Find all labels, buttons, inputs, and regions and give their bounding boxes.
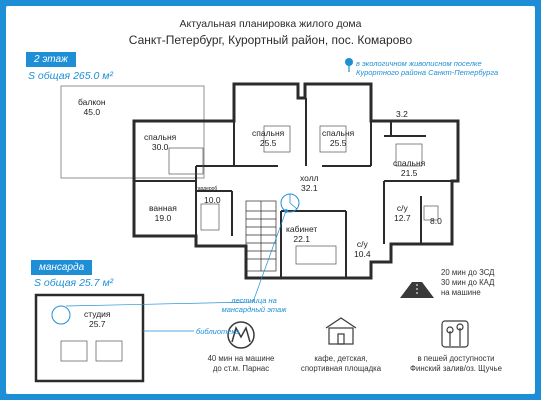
floor2-area: S общая 265.0 м² xyxy=(28,70,113,82)
footer-cafe: кафе, детская, спортивная площадка xyxy=(300,354,382,373)
footer-metro: 40 мин на машине до ст.м. Парнас xyxy=(207,354,275,373)
mansard-spiral-stair xyxy=(51,305,71,325)
room-wardrobe-area: 10.0 xyxy=(204,195,221,205)
cafe-icon xyxy=(325,317,357,345)
road-icon xyxy=(400,282,434,298)
header-address: Санкт-Петербург, Курортный район, пос. К… xyxy=(128,33,413,47)
location-note: в экологичном живописном поселке Курортн… xyxy=(356,59,499,77)
floor-plan-drawing xyxy=(34,58,469,383)
footer-nature: в пешей доступности Финский залив/оз. Щу… xyxy=(410,354,502,373)
road-info: 20 мин до ЗСД 30 мин до КАД на машине xyxy=(441,268,495,297)
floor2-tag: 2 этаж xyxy=(26,52,76,67)
interior-walls xyxy=(134,98,458,278)
staircase xyxy=(245,200,277,272)
tree-icon xyxy=(441,320,469,348)
library-callout: библиотека xyxy=(196,327,240,336)
stairs-callout: лестница на мансардный этаж xyxy=(221,296,287,314)
mansard-outline xyxy=(34,293,145,383)
room-small-1: 3.2 xyxy=(396,109,408,119)
room-wardrobe-label: гардероб xyxy=(196,186,218,192)
header-title: Актуальная планировка жилого дома xyxy=(179,18,362,30)
pin-icon xyxy=(345,58,353,72)
room-small-2: 8.0 xyxy=(430,216,442,226)
metro-icon xyxy=(227,321,255,349)
mansard-tag: мансарда xyxy=(31,260,93,275)
callout-lines xyxy=(65,209,288,332)
card: Актуальная планировка жилого дома Санкт-… xyxy=(6,6,535,394)
mansard-area: S общая 25.7 м² xyxy=(34,277,114,289)
furniture xyxy=(168,125,439,265)
